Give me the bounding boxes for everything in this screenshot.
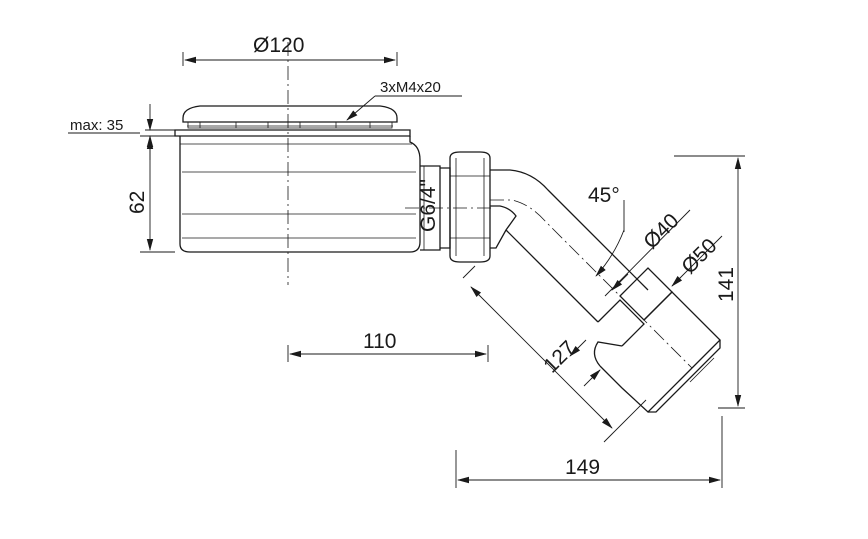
center-axes <box>287 42 495 285</box>
label-thread: G6/4" <box>417 179 440 232</box>
label-total-height: 141 <box>715 267 738 302</box>
label-angle: 45° <box>588 184 620 207</box>
dimension-lines <box>68 52 745 488</box>
dimension-labels: Ø120 3xM4x20 max: 35 62 G6/4" 45° Ø40 Ø5… <box>70 34 738 479</box>
label-diameter-top: Ø120 <box>253 34 304 57</box>
label-max-height: max: 35 <box>70 117 123 134</box>
label-outlet-offset: 110 <box>363 330 396 353</box>
label-body-height: 62 <box>126 191 149 214</box>
outlet-pipe <box>490 169 721 413</box>
label-screws: 3xM4x20 <box>380 79 441 96</box>
drain-body <box>174 105 491 263</box>
label-total-width: 149 <box>565 456 600 479</box>
label-outlet-inner: Ø40 <box>639 209 683 253</box>
label-pipe-length: 127 <box>539 336 580 377</box>
